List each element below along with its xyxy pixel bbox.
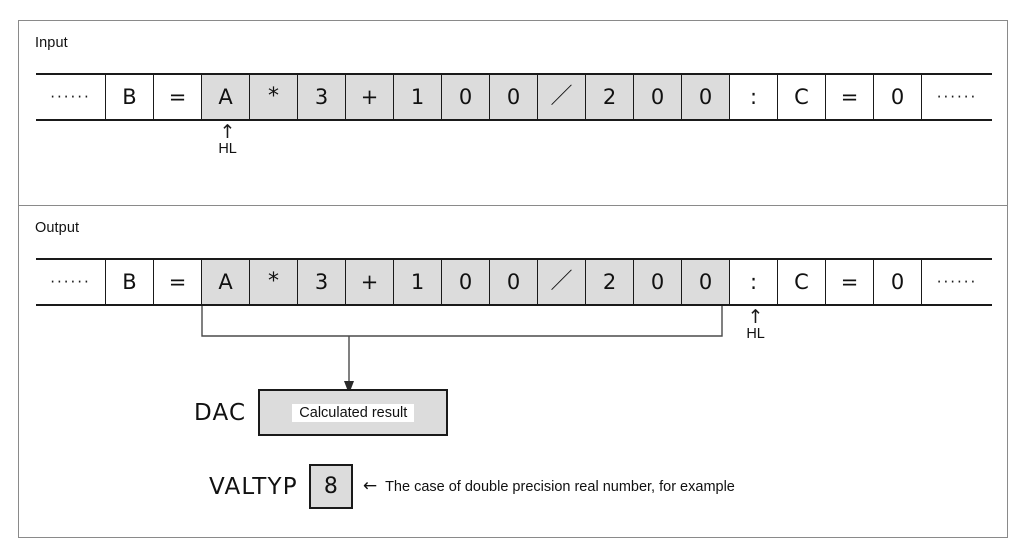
memory-cell: A bbox=[202, 260, 250, 304]
memory-cell: 0 bbox=[442, 260, 490, 304]
memory-cell-ellipsis-trailing: ······ bbox=[922, 75, 992, 119]
memory-cell: ／ bbox=[538, 260, 586, 304]
memory-cell: ／ bbox=[538, 75, 586, 119]
memory-cell: C bbox=[778, 75, 826, 119]
memory-cell: = bbox=[826, 75, 874, 119]
memory-cell: 0 bbox=[634, 75, 682, 119]
memory-cell: : bbox=[730, 75, 778, 119]
output-panel-title: Output bbox=[35, 220, 80, 236]
dac-box: Calculated result bbox=[258, 389, 449, 436]
memory-cell: 3 bbox=[298, 75, 346, 119]
memory-cell-ellipsis-trailing: ······ bbox=[922, 260, 992, 304]
memory-cell: 0 bbox=[682, 260, 730, 304]
memory-cell-ellipsis-leading: ······ bbox=[36, 75, 106, 119]
valtyp-note: The case of double precision real number… bbox=[385, 478, 735, 495]
arrow-up-icon: ↑ bbox=[747, 306, 764, 328]
memory-cell: 0 bbox=[634, 260, 682, 304]
arrow-up-icon: ↑ bbox=[219, 121, 236, 143]
memory-cell: : bbox=[730, 260, 778, 304]
memory-cell: 1 bbox=[394, 260, 442, 304]
memory-cell: = bbox=[154, 75, 202, 119]
memory-cell: * bbox=[250, 260, 298, 304]
memory-cell: 1 bbox=[394, 75, 442, 119]
memory-cell: B bbox=[106, 260, 154, 304]
memory-cell: 2 bbox=[586, 260, 634, 304]
dac-row: DAC Calculated result bbox=[194, 389, 449, 436]
dac-label: DAC bbox=[194, 399, 247, 426]
output-hl-label: HL bbox=[746, 326, 765, 342]
input-hl-label: HL bbox=[218, 141, 237, 157]
memory-cell: * bbox=[250, 75, 298, 119]
memory-cell: A bbox=[202, 75, 250, 119]
valtyp-value-box: 8 bbox=[308, 464, 353, 509]
memory-cell: 0 bbox=[490, 75, 538, 119]
memory-cell: 2 bbox=[586, 75, 634, 119]
valtyp-row: VALTYP 8 ← The case of double precision … bbox=[209, 464, 735, 509]
memory-cell: 0 bbox=[874, 260, 922, 304]
valtyp-label: VALTYP bbox=[209, 473, 298, 500]
memory-cell: = bbox=[826, 260, 874, 304]
memory-cell: 0 bbox=[682, 75, 730, 119]
memory-cell: B bbox=[106, 75, 154, 119]
memory-cell: = bbox=[154, 260, 202, 304]
memory-cell: 0 bbox=[442, 75, 490, 119]
output-hl-pointer: ↑ HL bbox=[736, 306, 776, 343]
memory-cell: 3 bbox=[298, 260, 346, 304]
memory-cell-ellipsis-leading: ······ bbox=[36, 260, 106, 304]
memory-cell: 0 bbox=[874, 75, 922, 119]
memory-cell: + bbox=[346, 260, 394, 304]
memory-cell: C bbox=[778, 260, 826, 304]
dac-box-text: Calculated result bbox=[292, 403, 415, 422]
memory-cell: + bbox=[346, 75, 394, 119]
input-panel-title: Input bbox=[35, 35, 68, 51]
input-hl-pointer: ↑ HL bbox=[208, 121, 248, 158]
memory-cell: 0 bbox=[490, 260, 538, 304]
arrow-left-icon: ← bbox=[362, 476, 378, 496]
